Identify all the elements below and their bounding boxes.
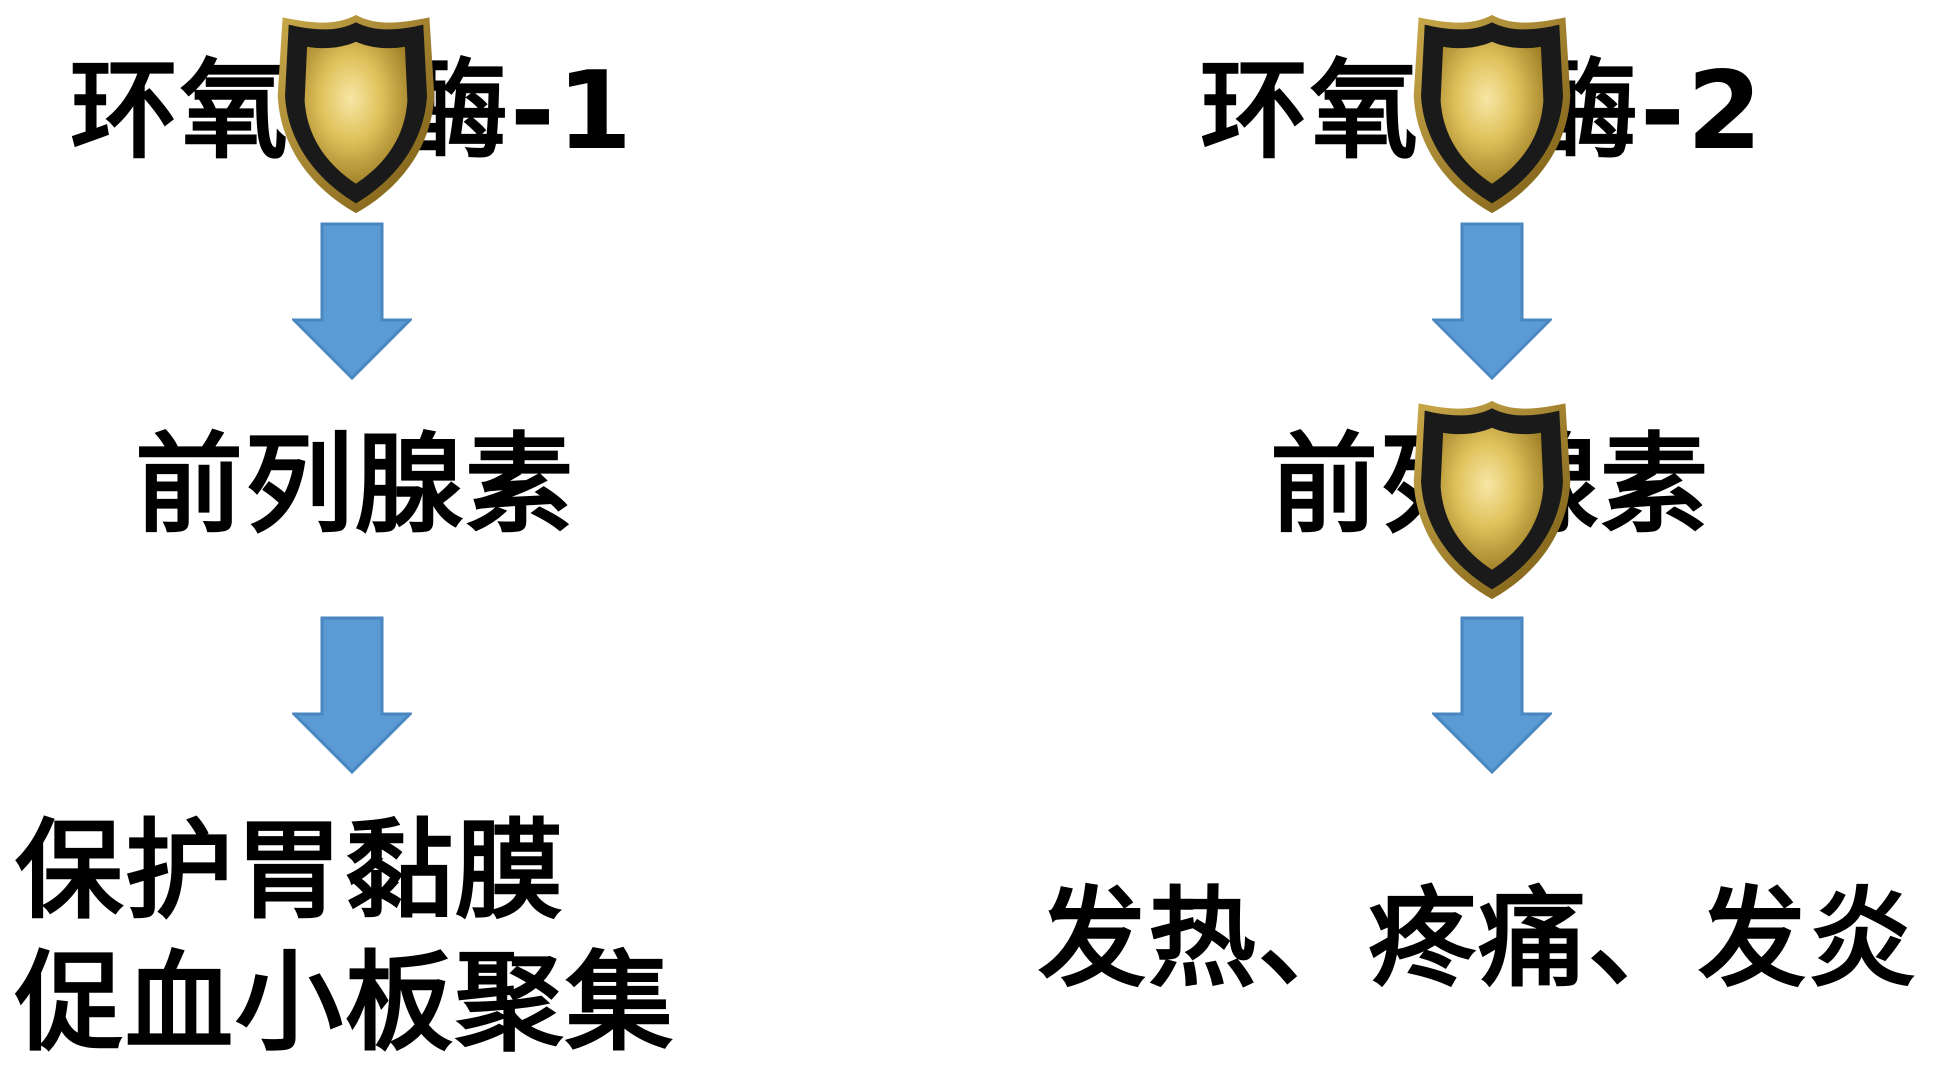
shield-icon — [1413, 14, 1571, 214]
arrow-down-icon — [1432, 222, 1552, 380]
right-effect-label: 发热、疼痛、发炎 — [1038, 877, 1919, 1002]
shield-icon — [277, 14, 435, 214]
arrow-down-icon — [292, 616, 412, 774]
left-effect-1-label: 保护胃黏膜 — [15, 809, 566, 934]
left-product-label: 前列腺素 — [135, 423, 576, 548]
arrow-down-icon — [292, 222, 412, 380]
shield-icon — [1413, 400, 1571, 600]
arrow-down-icon — [1432, 616, 1552, 774]
left-effect-2-label: 促血小板聚集 — [15, 941, 676, 1066]
